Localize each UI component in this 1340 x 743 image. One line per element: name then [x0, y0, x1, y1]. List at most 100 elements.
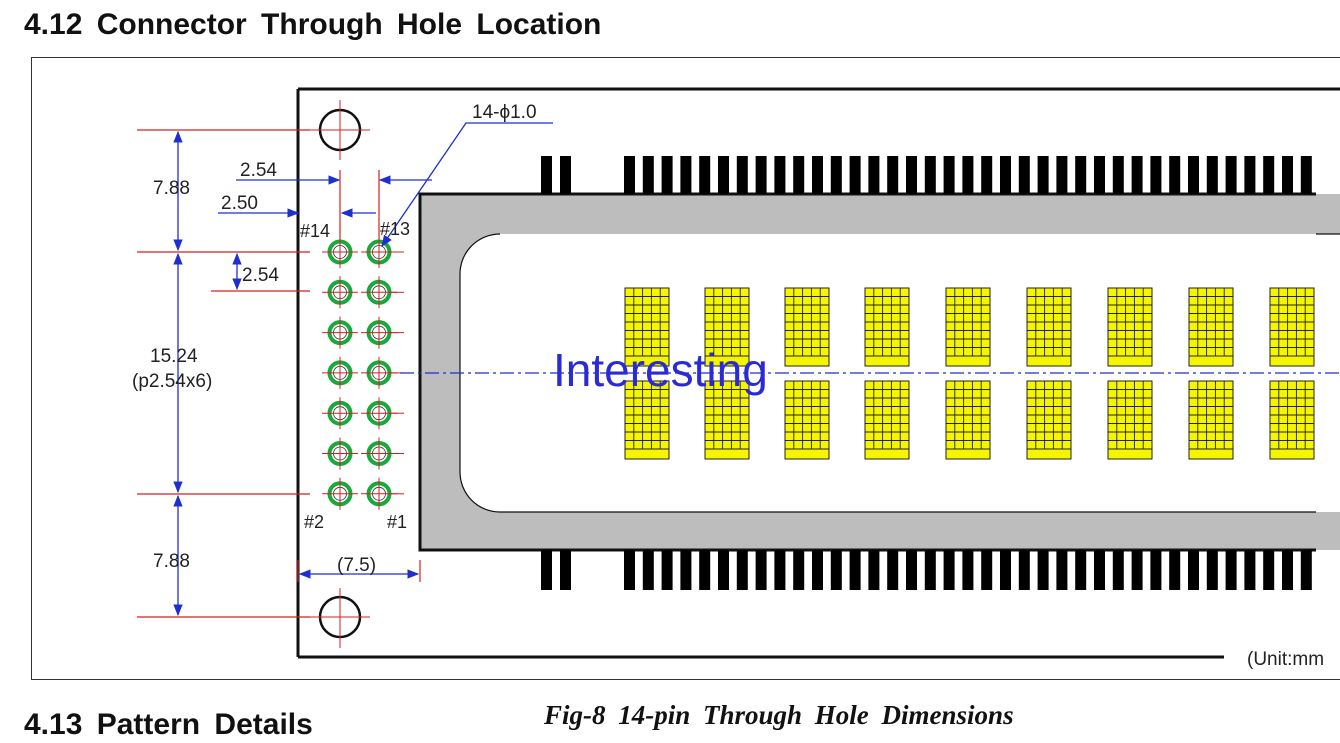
connector-tooth — [1206, 156, 1218, 194]
connector-tooth — [1169, 156, 1181, 194]
section-heading-4-12: 4.12 Connector Through Hole Location — [24, 8, 602, 41]
character-cell — [704, 380, 750, 460]
figure-caption: Fig-8 14-pin Through Hole Dimensions — [544, 700, 1014, 730]
connector-tooth — [1112, 156, 1124, 194]
character-cell — [1107, 380, 1153, 460]
character-cell — [784, 287, 830, 367]
connector-tooth — [1131, 550, 1143, 590]
connector-tooth — [1150, 156, 1162, 194]
connector-tooth — [1188, 550, 1199, 590]
pin-13-label: #13 — [380, 219, 410, 239]
unit-note: (Unit:mm — [1247, 649, 1324, 670]
connector-tooth — [642, 156, 654, 194]
connector-tooth — [812, 550, 823, 590]
connector-tooth — [962, 156, 974, 194]
connector-tooth — [541, 550, 552, 590]
pin-pads — [322, 236, 404, 510]
connector-tooth — [943, 550, 955, 590]
connector-tooth — [1112, 550, 1124, 590]
pin-pad — [322, 397, 358, 430]
connector-tooth — [642, 550, 654, 590]
connector-tooth — [736, 550, 748, 590]
connector-tooth — [1225, 550, 1237, 590]
connector-tooth — [1037, 156, 1049, 194]
character-cell — [864, 380, 910, 460]
connector-tooth — [1018, 550, 1030, 590]
connector-tooth — [661, 156, 673, 194]
connector-tooth — [1075, 550, 1087, 590]
connector-tooth — [560, 156, 571, 194]
hole-spec-label: 14-ϕ1.0 — [472, 102, 537, 123]
character-cell — [1269, 287, 1315, 367]
connector-tooth — [906, 156, 917, 194]
connector-tooth — [1037, 550, 1049, 590]
connector-tooth — [1018, 156, 1030, 194]
connector-tooth — [943, 156, 955, 194]
pin-span-note: (p2.54x6) — [132, 371, 212, 392]
connector-tooth — [661, 550, 673, 590]
character-cell — [1188, 287, 1234, 367]
pin-pad — [361, 356, 397, 389]
connector-tooth — [1094, 550, 1105, 590]
pin-pad — [322, 276, 358, 309]
connector-tooth — [624, 550, 635, 590]
pitch-horizontal-label: 2.54 — [240, 160, 277, 181]
connector-tooth — [774, 550, 786, 590]
connector-tooth — [812, 156, 823, 194]
connector-tooth — [680, 550, 692, 590]
character-cell — [1269, 380, 1315, 460]
connector-tooth — [924, 156, 936, 194]
connector-tooth — [1263, 156, 1275, 194]
connector-tooth — [1094, 156, 1105, 194]
pin-span-label: 15.24 — [150, 346, 198, 367]
overlay-text: Interesting — [553, 344, 768, 396]
connector-tooth — [624, 156, 635, 194]
connector-tooth — [981, 550, 993, 590]
pin-pad — [322, 477, 358, 510]
connector-tooth — [1056, 156, 1068, 194]
connector-tooth — [1244, 156, 1256, 194]
connector-tooth — [962, 550, 974, 590]
character-cells — [624, 287, 1315, 460]
connector-tooth — [680, 156, 692, 194]
connector-tooth — [560, 550, 571, 590]
character-cell — [864, 287, 910, 367]
offset-horizontal-label: 2.50 — [221, 193, 258, 214]
mounting-hole-bottom — [310, 588, 370, 648]
connector-tooth — [1150, 550, 1162, 590]
dimension-extension-lines — [137, 129, 421, 618]
pin-pad — [322, 236, 358, 268]
connector-tooth — [868, 156, 880, 194]
pin-pad — [322, 437, 358, 470]
connector-teeth-top — [541, 156, 1312, 194]
character-cell — [945, 287, 991, 367]
connector-tooth — [1056, 550, 1068, 590]
connector-tooth — [1188, 156, 1199, 194]
connector-tooth — [1300, 550, 1312, 590]
character-cell — [624, 380, 670, 460]
connector-teeth-bottom — [541, 550, 1312, 590]
pin-pad — [361, 276, 397, 309]
edge-width-label: (7.5) — [337, 555, 376, 576]
connector-tooth — [699, 156, 711, 194]
connector-tooth — [868, 550, 880, 590]
connector-tooth — [1075, 156, 1087, 194]
character-cell — [1188, 380, 1234, 460]
connector-tooth — [849, 156, 861, 194]
connector-tooth — [981, 156, 993, 194]
connector-tooth — [1244, 550, 1256, 590]
character-cell — [1026, 380, 1072, 460]
pin-pad — [322, 316, 358, 349]
connector-tooth — [1169, 550, 1181, 590]
figure-frame — [31, 57, 1340, 680]
connector-tooth — [793, 156, 805, 194]
connector-tooth — [887, 550, 899, 590]
top-margin-label: 7.88 — [153, 178, 190, 199]
connector-tooth — [1225, 156, 1237, 194]
connector-tooth — [755, 156, 767, 194]
connector-tooth — [1282, 156, 1293, 194]
character-cell — [784, 380, 830, 460]
section-heading-4-13: 4.13 Pattern Details — [24, 708, 313, 741]
connector-tooth — [1300, 156, 1312, 194]
pin-pad — [361, 236, 397, 268]
